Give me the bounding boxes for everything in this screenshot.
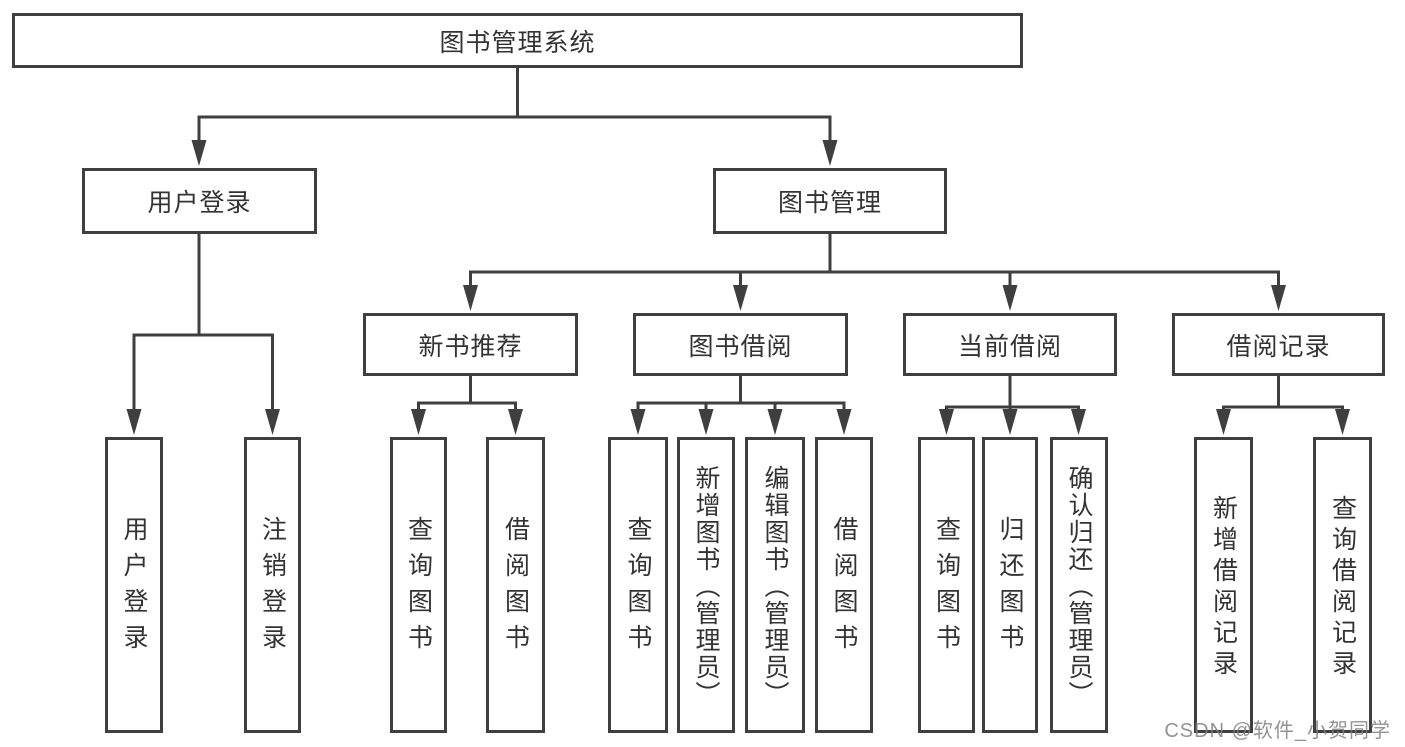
arrowhead-icon [1271,285,1286,311]
node-label: 图书管理系统 [439,28,596,57]
node-label: 查询图书 [932,516,961,660]
tree-edges [132,68,1344,411]
leaf-confirm-return-admin: 确认归还（管理员） [1050,437,1108,733]
arrowhead-icon [508,409,523,435]
node-label: 确认归还（管理员） [1065,464,1093,708]
arrowhead-icon [463,285,478,311]
leaf-query-books-current: 查询图书 [918,437,975,733]
arrowhead-icon [411,409,426,435]
csdn-watermark: CSDN @软件_小贺同学 [1164,720,1391,742]
node-library-management-system: 图书管理系统 [12,13,1023,68]
leaf-add-book-admin: 新增图书（管理员） [677,437,735,733]
leaf-query-books-recommend: 查询图书 [390,437,447,733]
node-label: 新增借阅记录 [1209,495,1238,681]
arrowhead-icon [1002,409,1018,435]
leaf-borrow-books-borrowing: 借阅图书 [815,437,873,733]
node-label: 用户登录 [147,189,252,217]
arrowhead-icon [265,409,280,435]
node-label: 归还图书 [996,516,1024,660]
arrowheads [126,140,1350,435]
node-label: 新增图书（管理员） [692,464,720,708]
arrowhead-icon [836,409,852,435]
arrowhead-icon [1216,409,1231,435]
node-label: 图书借阅 [688,332,793,361]
node-label: 借阅记录 [1226,332,1331,361]
leaf-query-books-borrowing: 查询图书 [608,437,668,733]
node-label: 注销登录 [258,516,287,660]
arrowhead-icon [939,409,954,435]
arrowhead-icon [1335,409,1350,435]
leaf-return-book: 归还图书 [982,437,1038,733]
node-book-management: 图书管理 [713,168,947,234]
arrowhead-icon [630,409,646,435]
node-label: 查询图书 [404,516,433,660]
arrowhead-icon [191,140,207,166]
node-new-book-recommendation: 新书推荐 [363,313,578,376]
node-label: 查询借阅记录 [1328,495,1357,681]
node-label: 新书推荐 [418,332,523,361]
arrowhead-icon [1071,409,1086,435]
arrowhead-icon [698,409,714,435]
arrowhead-icon [822,140,838,166]
arrowhead-icon [733,285,748,311]
node-borrowing-records: 借阅记录 [1172,313,1385,376]
node-label: 编辑图书（管理员） [761,464,789,708]
leaf-add-borrow-record: 新增借阅记录 [1194,437,1253,733]
leaf-query-borrow-record: 查询借阅记录 [1313,437,1372,733]
arrowhead-icon [1002,285,1018,311]
leaf-logout: 注销登录 [244,437,301,733]
node-label: 当前借阅 [957,332,1062,361]
node-current-borrowing: 当前借阅 [903,313,1117,376]
node-label: 借阅图书 [830,516,858,660]
leaf-borrow-books-recommend: 借阅图书 [486,437,545,733]
leaf-user-login: 用户登录 [105,437,163,733]
node-label: 图书管理 [777,189,882,217]
node-label: 用户登录 [120,516,148,660]
arrowhead-icon [767,409,783,435]
arrowhead-icon [126,409,142,435]
node-book-borrowing: 图书借阅 [633,313,848,376]
node-label: 借阅图书 [501,516,530,660]
leaf-edit-book-admin: 编辑图书（管理员） [745,437,805,733]
node-label: 查询图书 [624,516,652,660]
node-user-login: 用户登录 [82,168,317,234]
